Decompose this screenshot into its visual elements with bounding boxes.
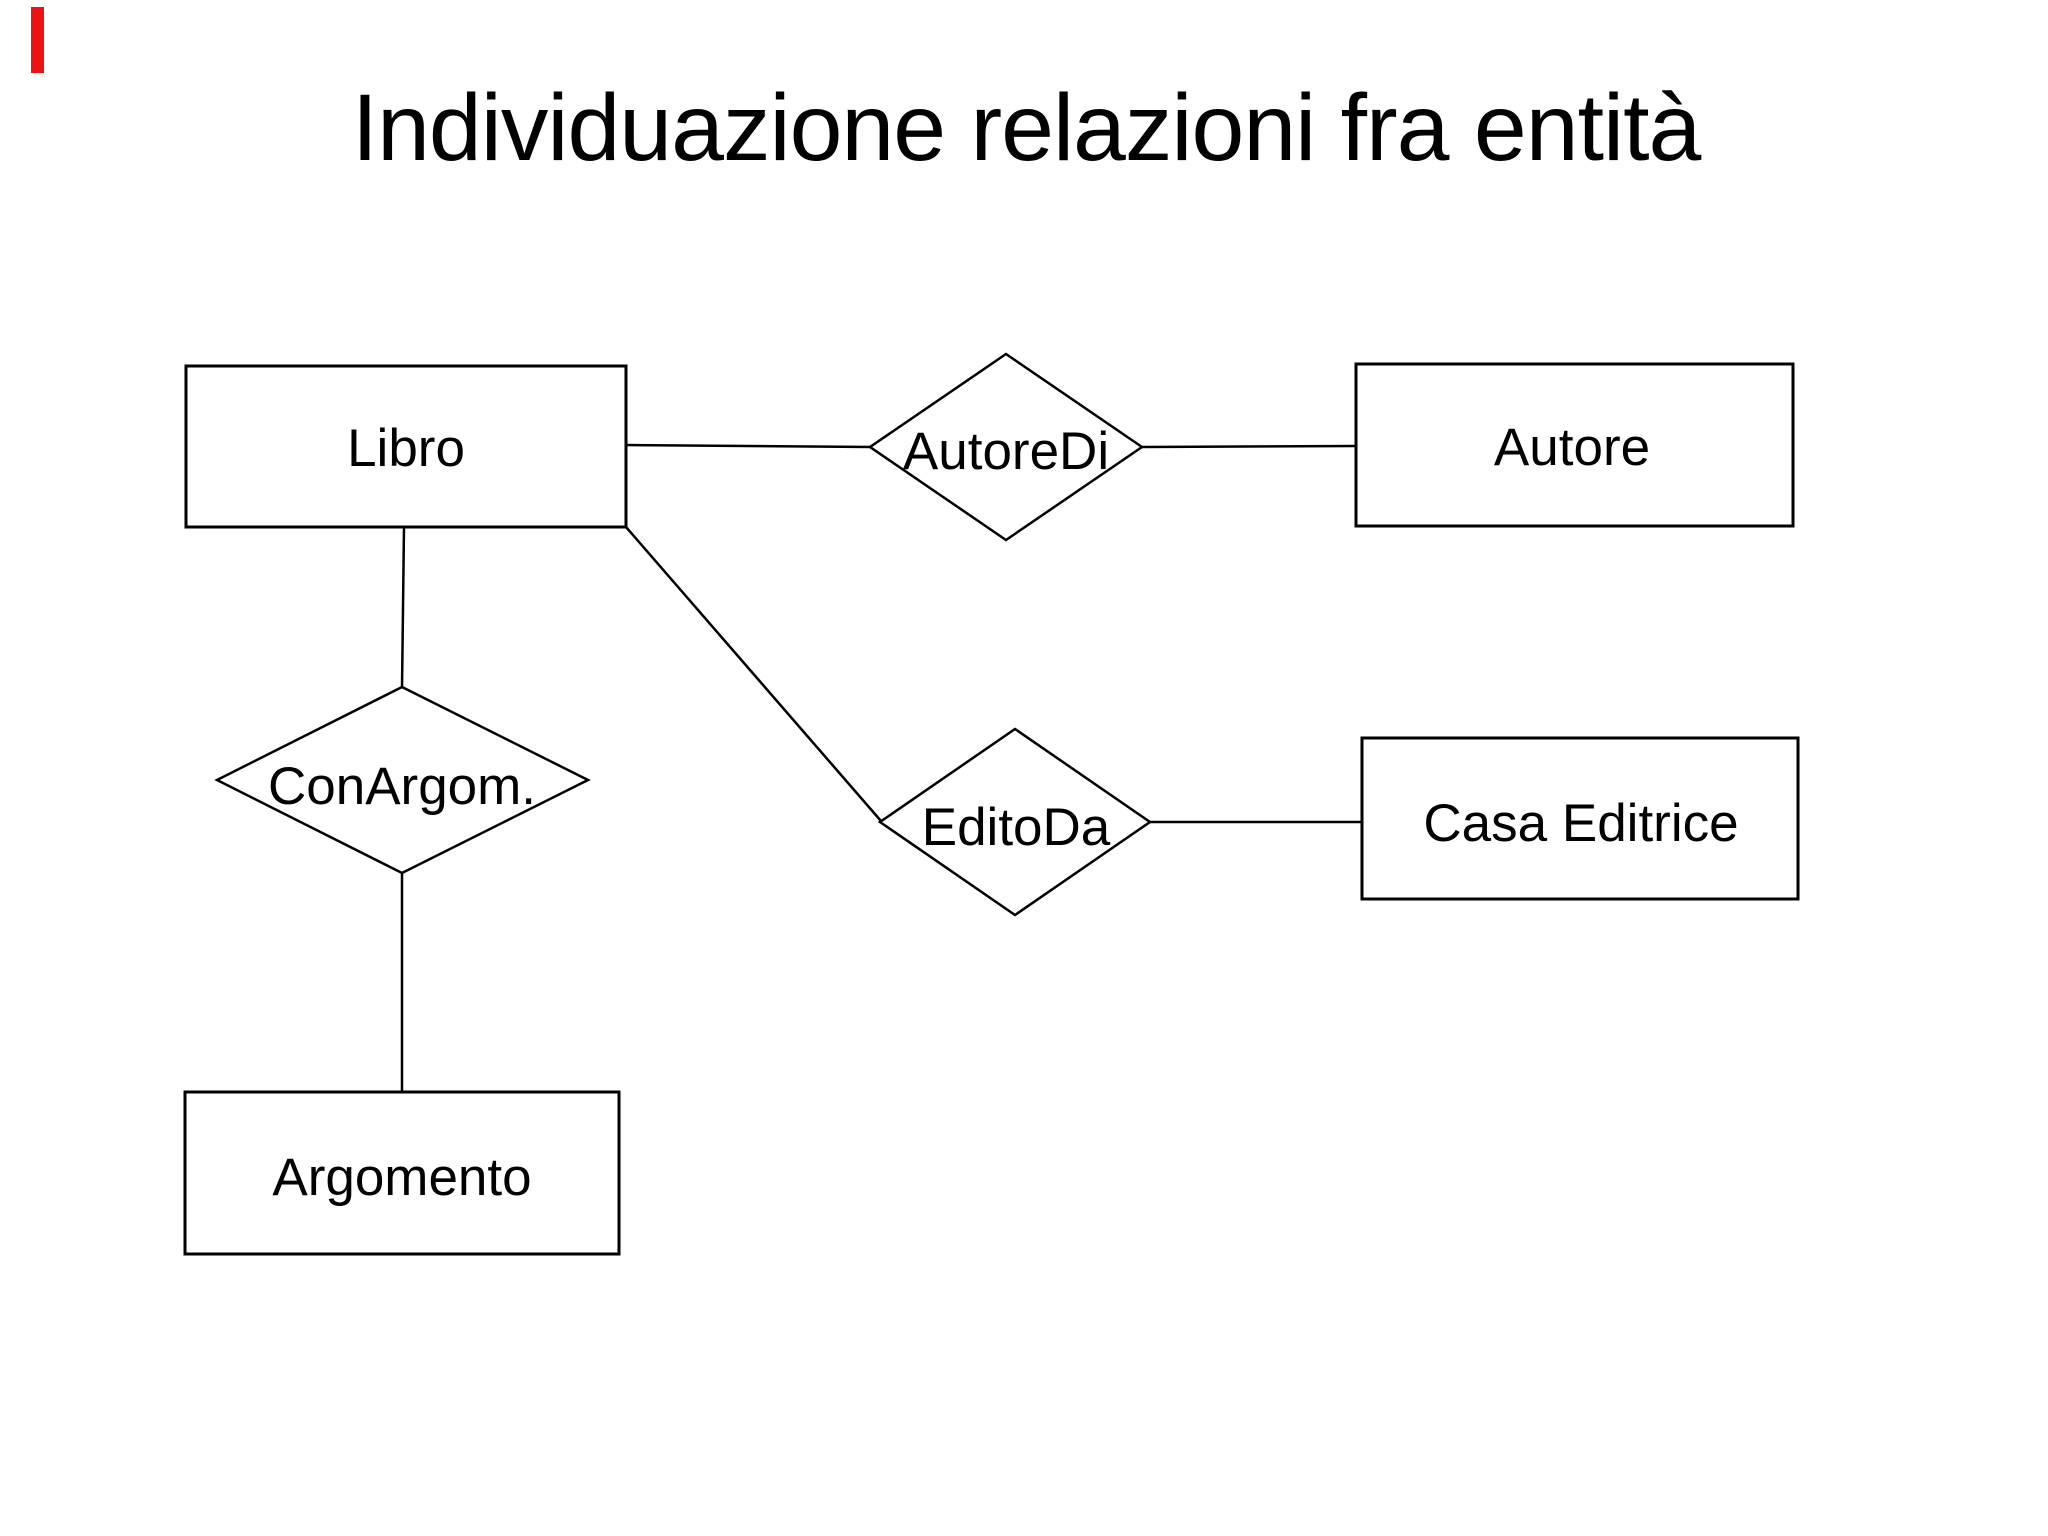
entity-libro-label: Libro	[347, 419, 465, 478]
entity-autore-label: Autore	[1494, 418, 1650, 477]
entity-shapes	[183, 362, 1800, 1256]
entity-casa-editrice-label: Casa Editrice	[1423, 794, 1738, 853]
connectors	[400, 443, 1362, 1092]
connector-libro-conargom	[400, 526, 406, 690]
slide-title: Individuazione relazioni fra entità	[352, 75, 1702, 181]
relationship-autoredi-diamond	[867, 352, 1145, 542]
red-artifact-marker	[31, 7, 44, 73]
connector-libro-editoda	[625, 526, 882, 822]
relationship-shapes	[214, 352, 1153, 917]
entity-argomento-label: Argomento	[272, 1148, 531, 1207]
relationship-conargom-label: ConArgom.	[268, 757, 536, 816]
entity-autore-box	[1354, 362, 1795, 528]
relationship-autoredi-label: AutoreDi	[903, 422, 1109, 481]
connector-libro-autoredi	[625, 443, 873, 449]
relationship-conargom-diamond	[214, 685, 591, 875]
relationship-editoda-diamond	[877, 727, 1153, 917]
connector-autoredi-autore	[1139, 444, 1357, 449]
entity-argomento-box	[183, 1090, 621, 1256]
entity-casa-editrice-box	[1360, 736, 1800, 901]
relationship-editoda-label: EditoDa	[922, 798, 1111, 857]
entity-libro-box	[184, 364, 628, 529]
